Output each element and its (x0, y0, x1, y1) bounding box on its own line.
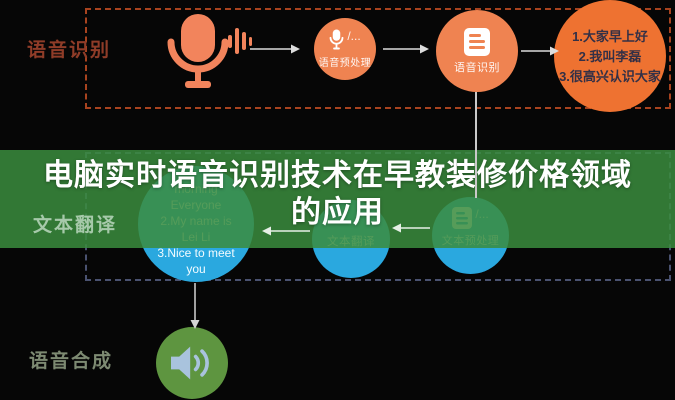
connector-line (475, 92, 477, 198)
asr-result-line: 1.大家早上好 (572, 28, 648, 44)
microphone-icon (329, 29, 344, 50)
translation-text-line: you (186, 262, 206, 276)
arrow-down-icon (190, 283, 200, 329)
arrow-left-icon (392, 223, 430, 233)
title-banner: 电脑实时语音识别技术在早教装修价格领域 的应用 (0, 150, 675, 248)
slash-dots-label: /... (347, 29, 361, 43)
page-title-line1: 电脑实时语音识别技术在早教装修价格领域 (43, 159, 632, 192)
speech-recognition-node: 语音识别 (436, 10, 518, 92)
page-title-line2: 的应用 (291, 196, 384, 229)
arrow-right-icon (383, 44, 429, 54)
asr-section-box (85, 8, 671, 109)
speaker-sound-icon (171, 346, 209, 380)
asr-row-label: 语音识别 (27, 40, 112, 61)
microphone-with-sound-waves-icon (167, 14, 252, 88)
translation-text-line: 3.Nice to meet (157, 246, 235, 260)
arrow-left-icon (262, 226, 310, 236)
asr-result-line: 2.我叫李磊 (578, 48, 642, 64)
document-list-icon (464, 27, 490, 56)
asr-result-node: 1.大家早上好 2.我叫李磊 3.很高兴认识大家 (554, 0, 666, 112)
arrow-right-icon (521, 46, 559, 56)
asr-result-line: 3.很高兴认识大家 (559, 68, 661, 84)
tts-row-label: 语音合成 (29, 351, 114, 372)
speech-synthesis-node (156, 327, 228, 399)
speech-preprocess-label: 语音预处理 (318, 58, 372, 69)
speech-recognition-label: 语音识别 (454, 61, 500, 74)
speech-preprocess-node: /... 语音预处理 (314, 18, 376, 80)
arrow-right-icon (250, 44, 300, 54)
translation-row-label: 文本翻译 (33, 215, 118, 236)
